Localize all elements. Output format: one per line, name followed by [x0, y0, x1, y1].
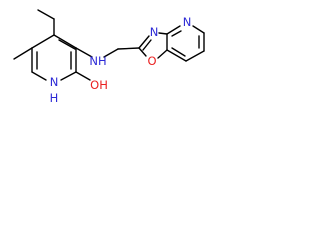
bond-c3a-n4-inner	[171, 30, 182, 37]
bond-c6-c7	[185, 50, 205, 62]
bond-c2-n3-inner	[142, 39, 152, 51]
atom-label-oxazole-nitrogen: N	[150, 25, 159, 39]
bond-ring1-lower-right	[60, 71, 77, 81]
bond-n4-c5	[192, 25, 205, 34]
bond-methyl	[13, 47, 33, 60]
bond-c2-n3	[138, 35, 150, 49]
bond-ch2-c2	[117, 47, 140, 50]
atom-label-pyridinone-nitrogen: N	[50, 75, 59, 89]
bond-ring1-top-inner	[58, 39, 76, 50]
bonds	[13, 9, 205, 81]
structure-diagram: N H OH NH N O N	[13, 9, 205, 105]
bond-o1-c7a	[157, 49, 168, 59]
bond-c7-c7a-inner	[171, 47, 186, 57]
bond-ring1-lower-left	[31, 71, 47, 81]
bond-c-nh	[75, 47, 93, 58]
atom-label-amine: NH	[89, 54, 106, 68]
bond-c-oh	[75, 71, 91, 81]
atom-labels: N H OH NH N O N	[50, 15, 192, 105]
bond-nh-ch2	[103, 48, 119, 58]
atom-label-hydroxyl: OH	[90, 78, 108, 92]
bond-c3a-n4	[166, 25, 181, 35]
bond-n3-c3a	[158, 32, 168, 35]
atom-label-pyridinone-nitrogen-h: H	[50, 91, 59, 105]
bond-ring1-top	[53, 34, 77, 49]
atom-label-pyridine-nitrogen: N	[183, 15, 192, 29]
bond-c7-c7a	[166, 49, 187, 62]
bond-ethyl-ch3	[37, 9, 55, 20]
bond-c2-o1	[138, 47, 147, 57]
atom-label-oxazole-oxygen: O	[147, 54, 156, 68]
bond-ring1-upper-left	[31, 34, 55, 49]
